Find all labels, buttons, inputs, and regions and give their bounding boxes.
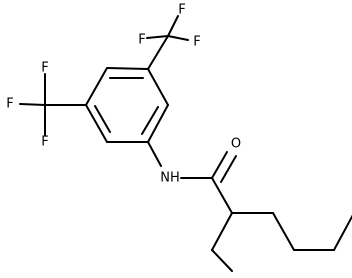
cf3-group-top: F F F [138, 3, 201, 70]
ring-bond [106, 67, 149, 70]
fluorine-label: F [6, 97, 13, 112]
c-c-bond [211, 177, 233, 214]
oxygen-label: O [231, 137, 241, 152]
c-c-bond [272, 212, 295, 251]
nitrogen-label: NH [160, 171, 180, 186]
c-cf3-bond [147, 35, 169, 70]
cf3-group-left: F F F [6, 61, 87, 150]
c-c-bond [333, 214, 352, 251]
c-f-bond [146, 35, 169, 39]
ring-bond [147, 68, 169, 106]
c-f-bond [167, 35, 189, 41]
ring-double-bond [141, 106, 159, 135]
c-o-double-bond [211, 151, 228, 179]
c-c-bond [211, 249, 233, 272]
amide-group: NH O [147, 137, 241, 186]
fluorine-label: F [41, 135, 48, 150]
c-c-bond [211, 212, 233, 251]
c-f-bond [167, 15, 179, 37]
ring-bond [85, 104, 108, 143]
c-n-bond [147, 141, 162, 167]
fluorine-label: F [178, 3, 185, 18]
fluorine-label: F [193, 35, 200, 50]
benzene-ring [85, 67, 169, 143]
c-f-bond [19, 103, 46, 106]
alkyl-chains [211, 177, 352, 272]
c-o-double-bond [220, 155, 237, 183]
ring-bond [85, 67, 108, 106]
ring-bond [147, 104, 169, 143]
fluorine-label: F [41, 61, 48, 76]
fluorine-label: F [138, 33, 145, 48]
ring-double-bond [94, 105, 111, 133]
